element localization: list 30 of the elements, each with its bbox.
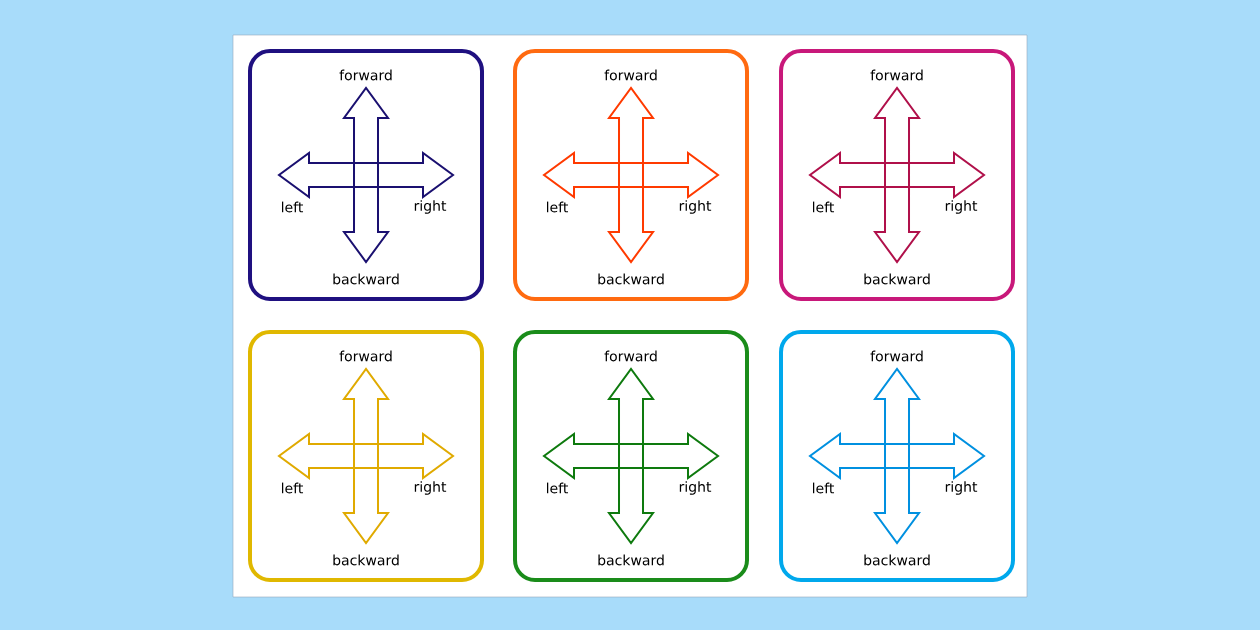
card <box>779 49 1015 301</box>
direction-label: left <box>282 482 303 494</box>
direction-label: left <box>547 201 568 213</box>
direction-label: right <box>679 481 712 495</box>
card <box>779 330 1015 582</box>
direction-label: forward <box>339 69 392 81</box>
direction-label: backward <box>598 273 664 285</box>
direction-label: backward <box>598 554 664 566</box>
direction-label: right <box>414 200 447 214</box>
direction-label: right <box>414 481 447 495</box>
direction-label: forward <box>339 350 392 362</box>
direction-label: forward <box>604 69 657 81</box>
direction-label: backward <box>333 554 399 566</box>
direction-label: forward <box>604 350 657 362</box>
direction-label: right <box>679 200 712 214</box>
direction-label: backward <box>333 273 399 285</box>
card <box>248 330 484 582</box>
direction-label: right <box>945 481 978 495</box>
direction-label: left <box>813 482 835 494</box>
direction-label: left <box>813 201 835 213</box>
direction-label: backward <box>864 554 930 566</box>
card <box>513 330 749 582</box>
direction-label: left <box>282 201 303 213</box>
direction-label: forward <box>870 350 923 362</box>
card <box>248 49 484 301</box>
direction-label: forward <box>870 69 923 81</box>
direction-label: left <box>547 482 568 494</box>
direction-label: right <box>945 200 978 214</box>
card <box>513 49 749 301</box>
direction-label: backward <box>864 273 930 285</box>
